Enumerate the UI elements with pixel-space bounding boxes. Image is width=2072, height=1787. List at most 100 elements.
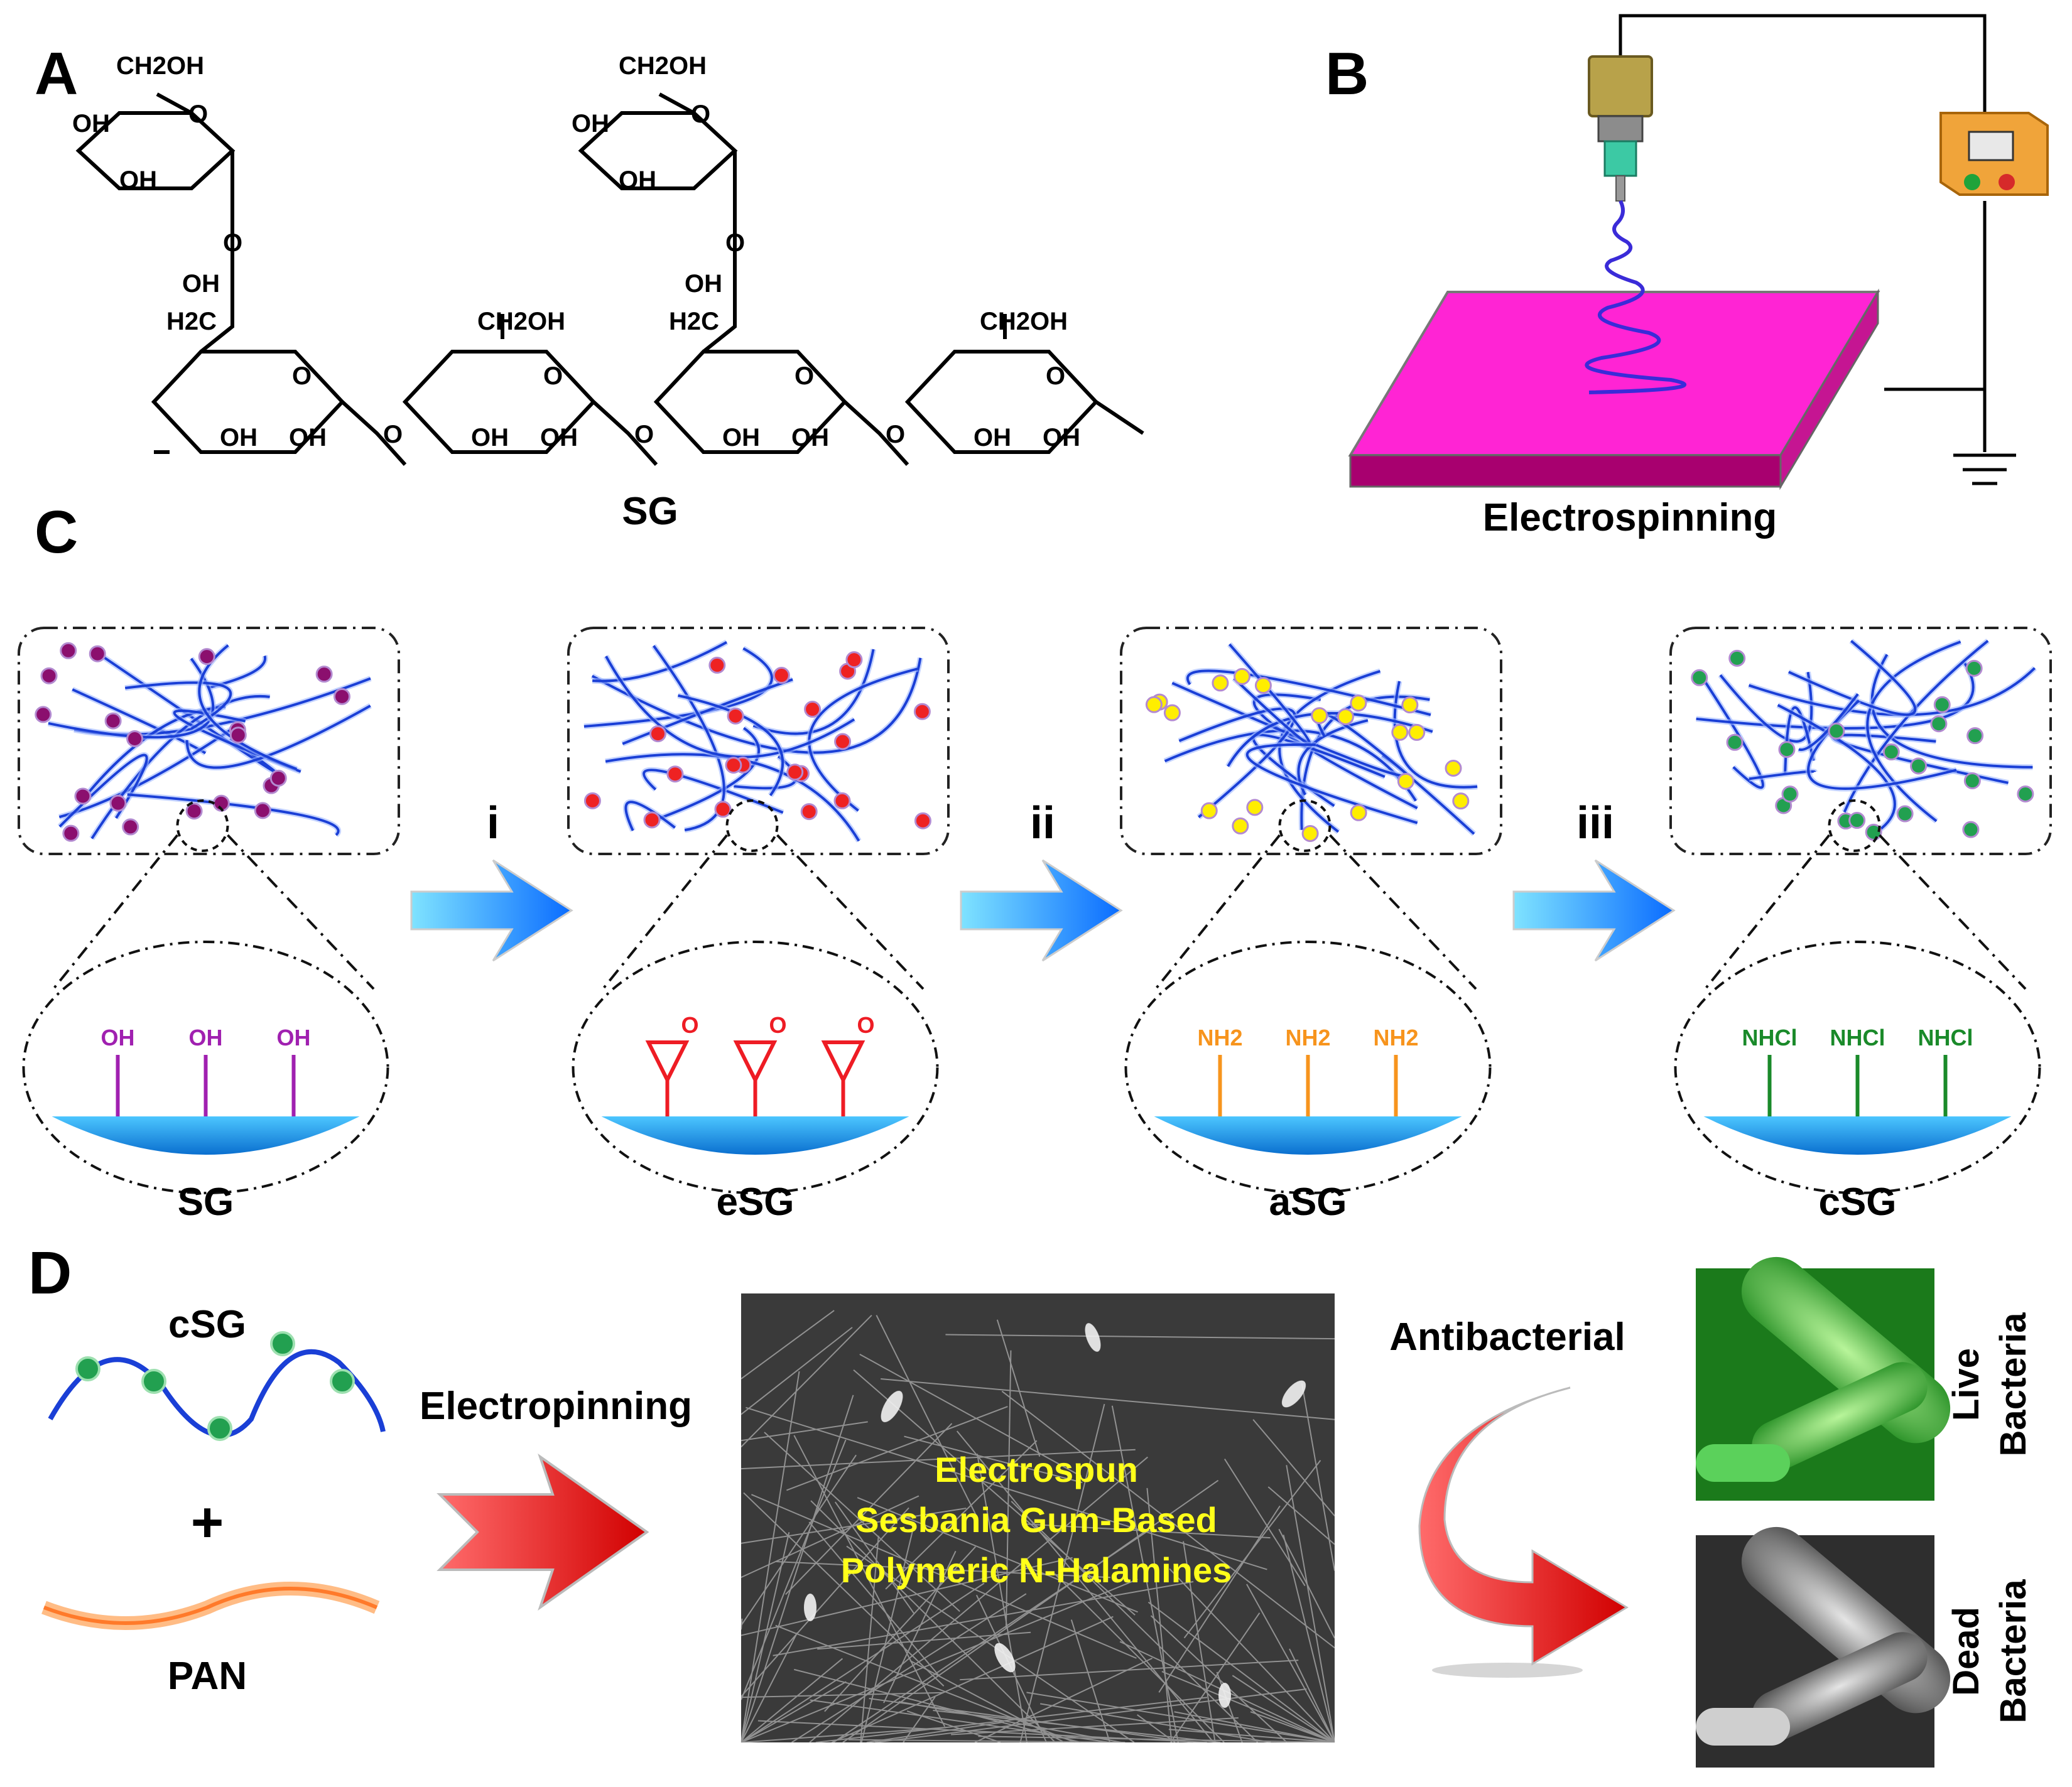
sem-fiber [945, 1334, 1335, 1340]
functional-site [104, 712, 122, 730]
epoxide-o-label: O [681, 1012, 699, 1038]
network-frame [1669, 627, 2052, 855]
functional-site [1350, 804, 1367, 821]
oh-label: OH [289, 424, 327, 451]
polymer-fiber [605, 753, 860, 842]
membrane-title-line1: Electrospun [935, 1450, 1138, 1489]
sem-fiber [810, 1500, 1056, 1743]
functional-site [1163, 704, 1181, 721]
sem-fiber [857, 1497, 1138, 1613]
panel-b: B Elect [1325, 14, 2049, 539]
functional-site [126, 730, 144, 747]
sem-fiber [1158, 1505, 1281, 1693]
h2c-label: H2C [669, 308, 719, 335]
sem-fiber [773, 1581, 1194, 1656]
sem-fiber [846, 1545, 1135, 1743]
functional-site [2017, 786, 2034, 803]
sem-fiber [1169, 1568, 1335, 1743]
live-label-line1: Live [1946, 1348, 1987, 1421]
functional-site [109, 794, 127, 812]
step-arrow [960, 859, 1123, 962]
functional-site [708, 656, 726, 674]
sem-fiber [1183, 1460, 1321, 1639]
functional-site [60, 642, 77, 659]
functional-site [185, 802, 203, 820]
power-supply-icon [1939, 112, 2049, 196]
functional-site [1930, 715, 1948, 733]
functional-site [35, 706, 52, 723]
sem-fiber [740, 1507, 909, 1697]
o-label: O [1046, 362, 1065, 390]
polymer-fiber [653, 645, 725, 831]
functional-site [714, 801, 732, 818]
sem-fiber [978, 1736, 1335, 1743]
sem-fiber [740, 1557, 1073, 1636]
zoom-line [52, 834, 179, 990]
panel-letter-d: D [28, 1239, 72, 1307]
functional-site [845, 651, 863, 669]
sem-fiber [885, 1440, 1038, 1590]
live-label-line2: Bacteria [1993, 1312, 2034, 1457]
dead-label-line2: Bacteria [1993, 1579, 2034, 1724]
step-i: i [410, 798, 573, 962]
ch2oh-label: CH2OH [980, 308, 1068, 335]
zoom-circle [1828, 799, 1881, 852]
oh-label: OH [619, 166, 656, 194]
functional-site [74, 787, 92, 805]
fiber-surface [1703, 1116, 2012, 1155]
polymer-fiber [1227, 711, 1433, 767]
sem-fiber [1283, 1535, 1335, 1743]
sem-fiber [1026, 1692, 1335, 1743]
functional-site [727, 707, 744, 725]
functional-site [40, 667, 58, 684]
functional-site [198, 648, 215, 666]
group-label: OH [101, 1025, 135, 1050]
functional-site [1397, 772, 1414, 790]
functional-site [914, 812, 931, 829]
functional-site [333, 688, 350, 705]
o-label: O [543, 362, 563, 390]
sem-fiber [740, 1327, 853, 1415]
sem-fiber [746, 1406, 1267, 1570]
functional-site [1962, 821, 1980, 838]
sem-fiber [956, 1430, 1214, 1743]
sg-caption: SG [622, 490, 678, 533]
sem-fiber [740, 1395, 854, 1743]
epoxide-o-label: O [857, 1012, 875, 1038]
sem-fiber [974, 1657, 1153, 1743]
polymer-fiber [583, 647, 773, 728]
functional-site [1445, 759, 1462, 777]
circuit-wires [1619, 14, 2016, 485]
epoxide-group [733, 1040, 778, 1116]
panel-a: A CH2OH [35, 40, 1144, 533]
group-label: NH2 [1197, 1025, 1242, 1050]
spinneret-icon [1588, 55, 1653, 202]
zoom-line [1879, 834, 2027, 990]
h2c-label: H2C [166, 308, 217, 335]
sem-fiber [1246, 1584, 1335, 1743]
oh-label: OH [471, 424, 509, 451]
sem-fiber [1289, 1648, 1335, 1743]
functional-site [1232, 817, 1249, 834]
functional-site [1391, 723, 1409, 741]
functional-site [666, 765, 684, 783]
functional-site [1966, 727, 1984, 745]
zoom-line [1704, 834, 1831, 990]
o-label: O [691, 100, 710, 128]
polymer-fiber [1178, 707, 1296, 818]
polymer-fiber [591, 657, 922, 754]
fiber-surface [601, 1116, 909, 1155]
plus-sign: + [191, 1491, 224, 1554]
functional-site [800, 803, 818, 821]
polymer-fiber [185, 705, 371, 769]
sem-fiber [740, 1632, 798, 1743]
step-label: i [487, 798, 499, 848]
sem-fiber [740, 1371, 800, 1743]
polymer-fiber [624, 801, 676, 831]
live-bacteria-image [1696, 1256, 1951, 1501]
polymer-fiber [808, 667, 918, 812]
sem-fiber [853, 1369, 1136, 1616]
